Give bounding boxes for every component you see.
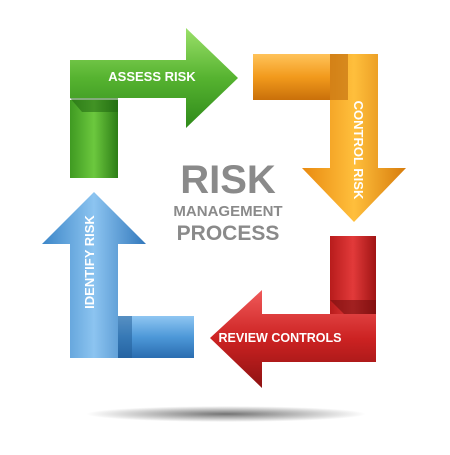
control-risk-leg — [302, 54, 406, 222]
identify-risk-leg — [42, 192, 146, 358]
identify-risk-label: IDENTIFY RISK — [82, 215, 97, 309]
center-title-line1: RISK — [180, 158, 276, 202]
review-controls-fold — [330, 300, 376, 314]
assess-risk-label: ASSESS RISK — [108, 69, 196, 84]
floor-shadow — [86, 406, 366, 422]
identify-risk-fold — [118, 316, 132, 358]
assess-risk-band — [70, 28, 238, 128]
review-controls-band — [210, 290, 376, 388]
review-controls-label: REVIEW CONTROLS — [219, 331, 342, 345]
assess-risk-arrow: ASSESS RISK — [70, 28, 238, 178]
identify-risk-arrow: IDENTIFY RISK — [42, 192, 194, 358]
center-title: RISK MANAGEMENT PROCESS — [173, 158, 282, 245]
review-controls-arrow: REVIEW CONTROLS — [210, 236, 376, 388]
center-title-line3: PROCESS — [177, 222, 280, 245]
control-risk-label: CONTROL RISK — [351, 101, 366, 200]
assess-risk-fold — [70, 98, 118, 112]
control-risk-band — [253, 54, 348, 100]
assess-risk-leg — [70, 100, 118, 178]
control-risk-arrow: CONTROL RISK — [253, 54, 406, 222]
center-title-line2: MANAGEMENT — [173, 203, 282, 220]
control-risk-fold — [330, 54, 348, 100]
